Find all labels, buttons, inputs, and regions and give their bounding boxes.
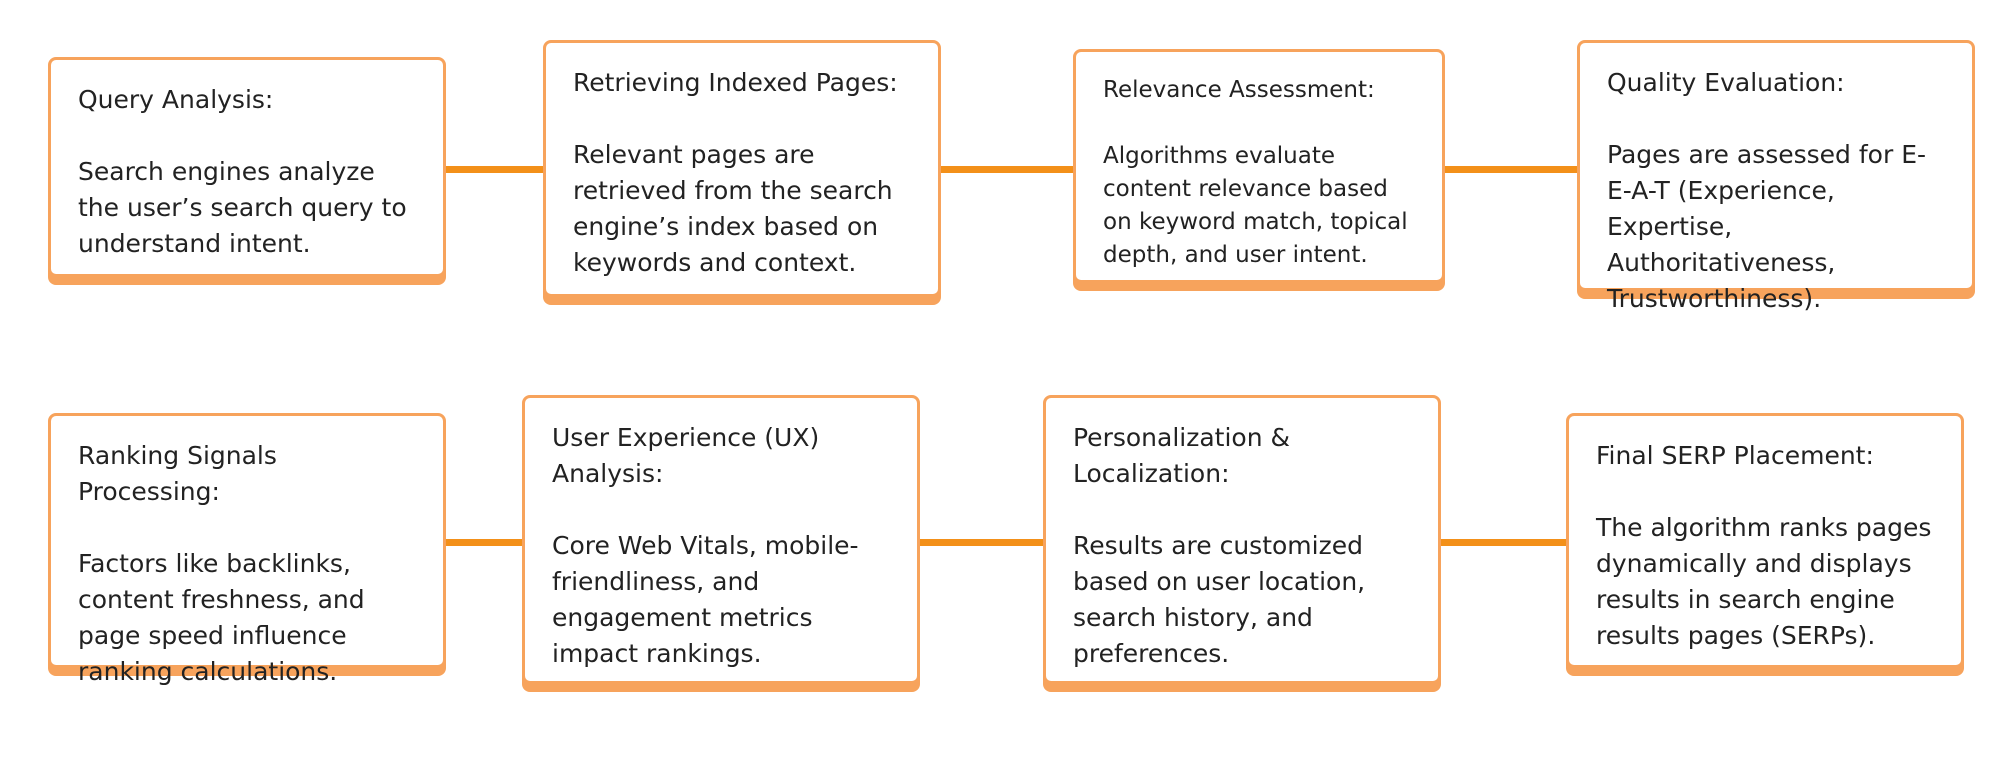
step-box-retrieving-indexed-pages: Retrieving Indexed Pages: Relevant pages… (543, 40, 941, 297)
step-title: Query Analysis: (78, 85, 274, 114)
connector-line (940, 166, 1075, 173)
step-description: Search engines analyze the user’s search… (78, 157, 407, 258)
step-box-final-serp-placement: Final SERP Placement: The algorithm rank… (1566, 413, 1964, 668)
step-title: Personalization & Localization: (1073, 423, 1290, 488)
connector-line (445, 166, 545, 173)
step-description: Pages are assessed for E-E-A-T (Experien… (1607, 140, 1927, 313)
connector-line (920, 539, 1045, 546)
step-title: Final SERP Placement: (1596, 441, 1874, 470)
step-title: Relevance Assessment: (1103, 77, 1375, 103)
step-box-user-experience-analysis: User Experience (UX) Analysis: Core Web … (522, 395, 920, 684)
step-box-ranking-signals-processing: Ranking Signals Processing: Factors like… (48, 413, 446, 686)
step-description: Algorithms evaluate content relevance ba… (1103, 143, 1408, 268)
step-title: Ranking Signals Processing: (78, 441, 277, 506)
step-box-quality-evaluation: Quality Evaluation: Pages are assessed f… (1577, 40, 1975, 313)
step-description: Relevant pages are retrieved from the se… (573, 140, 893, 277)
connector-line (445, 539, 525, 546)
step-title: Retrieving Indexed Pages: (573, 68, 898, 97)
step-box-relevance-assessment: Relevance Assessment: Algorithms evaluat… (1073, 49, 1445, 283)
step-box-query-analysis: Query Analysis: Search engines analyze t… (48, 57, 446, 277)
connector-line (1445, 166, 1580, 173)
connector-line (1440, 539, 1570, 546)
step-description: Core Web Vitals, mobile-friendliness, an… (552, 531, 859, 668)
step-description: Factors like backlinks, content freshnes… (78, 549, 365, 686)
step-title: User Experience (UX) Analysis: (552, 423, 820, 488)
step-description: Results are customized based on user loc… (1073, 531, 1366, 668)
step-box-personalization-localization: Personalization & Localization: Results … (1043, 395, 1441, 684)
step-description: The algorithm ranks pages dynamically an… (1596, 513, 1932, 650)
step-title: Quality Evaluation: (1607, 68, 1845, 97)
